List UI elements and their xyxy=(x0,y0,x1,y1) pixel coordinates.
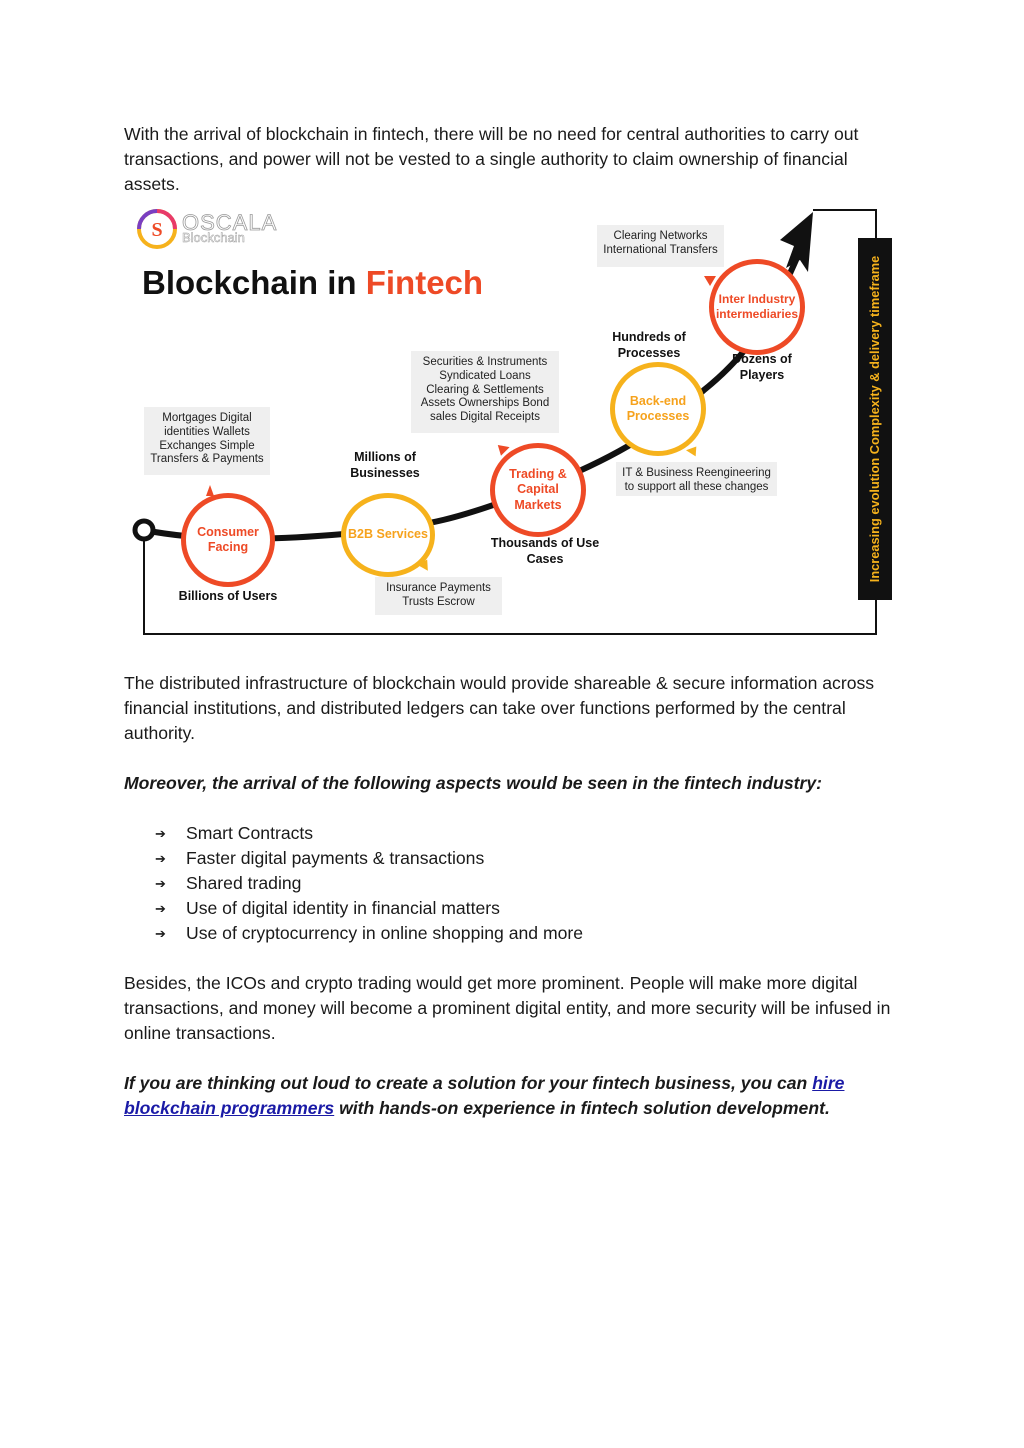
stage-1-circle: Consumer Facing xyxy=(181,493,275,587)
stage-5-circle: Inter Industry intermediaries xyxy=(709,259,805,355)
stage-2-info: Insurance Payments Trusts Escrow xyxy=(375,577,502,615)
blockchain-fintech-diagram: S OSCALA Blockchain Blockchain in Fintec… xyxy=(124,200,904,650)
complexity-label: Increasing evolution Complexity & delive… xyxy=(867,255,882,583)
list-item: ➔Smart Contracts xyxy=(124,821,904,846)
arrow-bullet-icon: ➔ xyxy=(155,851,166,866)
svg-text:S: S xyxy=(151,219,162,241)
arrow-bullet-icon: ➔ xyxy=(155,901,166,916)
list-item: ➔Use of cryptocurrency in online shoppin… xyxy=(124,921,904,946)
stage-5-info: Clearing Networks International Transfer… xyxy=(597,225,724,267)
stage-3-metric: Thousands of Use Cases xyxy=(490,536,600,566)
stage-3-circle: Trading & Capital Markets xyxy=(490,443,586,537)
logo-icon: S xyxy=(137,209,177,249)
cta-paragraph: If you are thinking out loud to create a… xyxy=(124,1073,845,1118)
stage-5-metric: Dozens of Players xyxy=(732,352,792,382)
stage-1-info: Mortgages Digital identities Wallets Exc… xyxy=(144,407,270,475)
infrastructure-paragraph: The distributed infrastructure of blockc… xyxy=(124,673,875,743)
start-node-icon xyxy=(132,518,156,542)
complexity-bar xyxy=(858,238,892,600)
stage-3-info: Securities & Instruments Syndicated Loan… xyxy=(411,351,559,433)
logo-sub: Blockchain xyxy=(182,230,245,246)
figure-title: Blockchain in Fintech xyxy=(142,264,484,301)
intro-paragraph: With the arrival of blockchain in fintec… xyxy=(124,124,859,194)
list-item: ➔Faster digital payments & transactions xyxy=(124,846,904,871)
list-item: ➔Shared trading xyxy=(124,871,904,896)
arrow-bullet-icon: ➔ xyxy=(155,826,166,841)
stage-1-metric: Billions of Users xyxy=(178,589,278,603)
stage-4-metric: Hundreds of Processes xyxy=(612,330,686,360)
aspects-heading: Moreover, the arrival of the following a… xyxy=(124,773,823,793)
arrow-bullet-icon: ➔ xyxy=(155,876,166,891)
stage-4-circle: Back-end Processes xyxy=(610,362,706,456)
oscala-logo: S OSCALA Blockchain xyxy=(136,208,278,250)
stage-2-circle: B2B Services xyxy=(341,493,435,577)
list-item: ➔Use of digital identity in financial ma… xyxy=(124,896,904,921)
stage-4-info: IT & Business Reengineering to support a… xyxy=(616,462,777,496)
hire-programmers-link[interactable]: hire blockchain programmers xyxy=(124,1073,845,1118)
ico-paragraph: Besides, the ICOs and crypto trading wou… xyxy=(124,973,891,1043)
arrow-head-icon xyxy=(780,212,813,272)
aspects-list: ➔Smart Contracts ➔Faster digital payment… xyxy=(124,821,904,946)
arrow-bullet-icon: ➔ xyxy=(155,926,166,941)
stage-2-metric: Millions of Businesses xyxy=(350,450,420,480)
logo-word: OSCALA xyxy=(182,210,278,236)
